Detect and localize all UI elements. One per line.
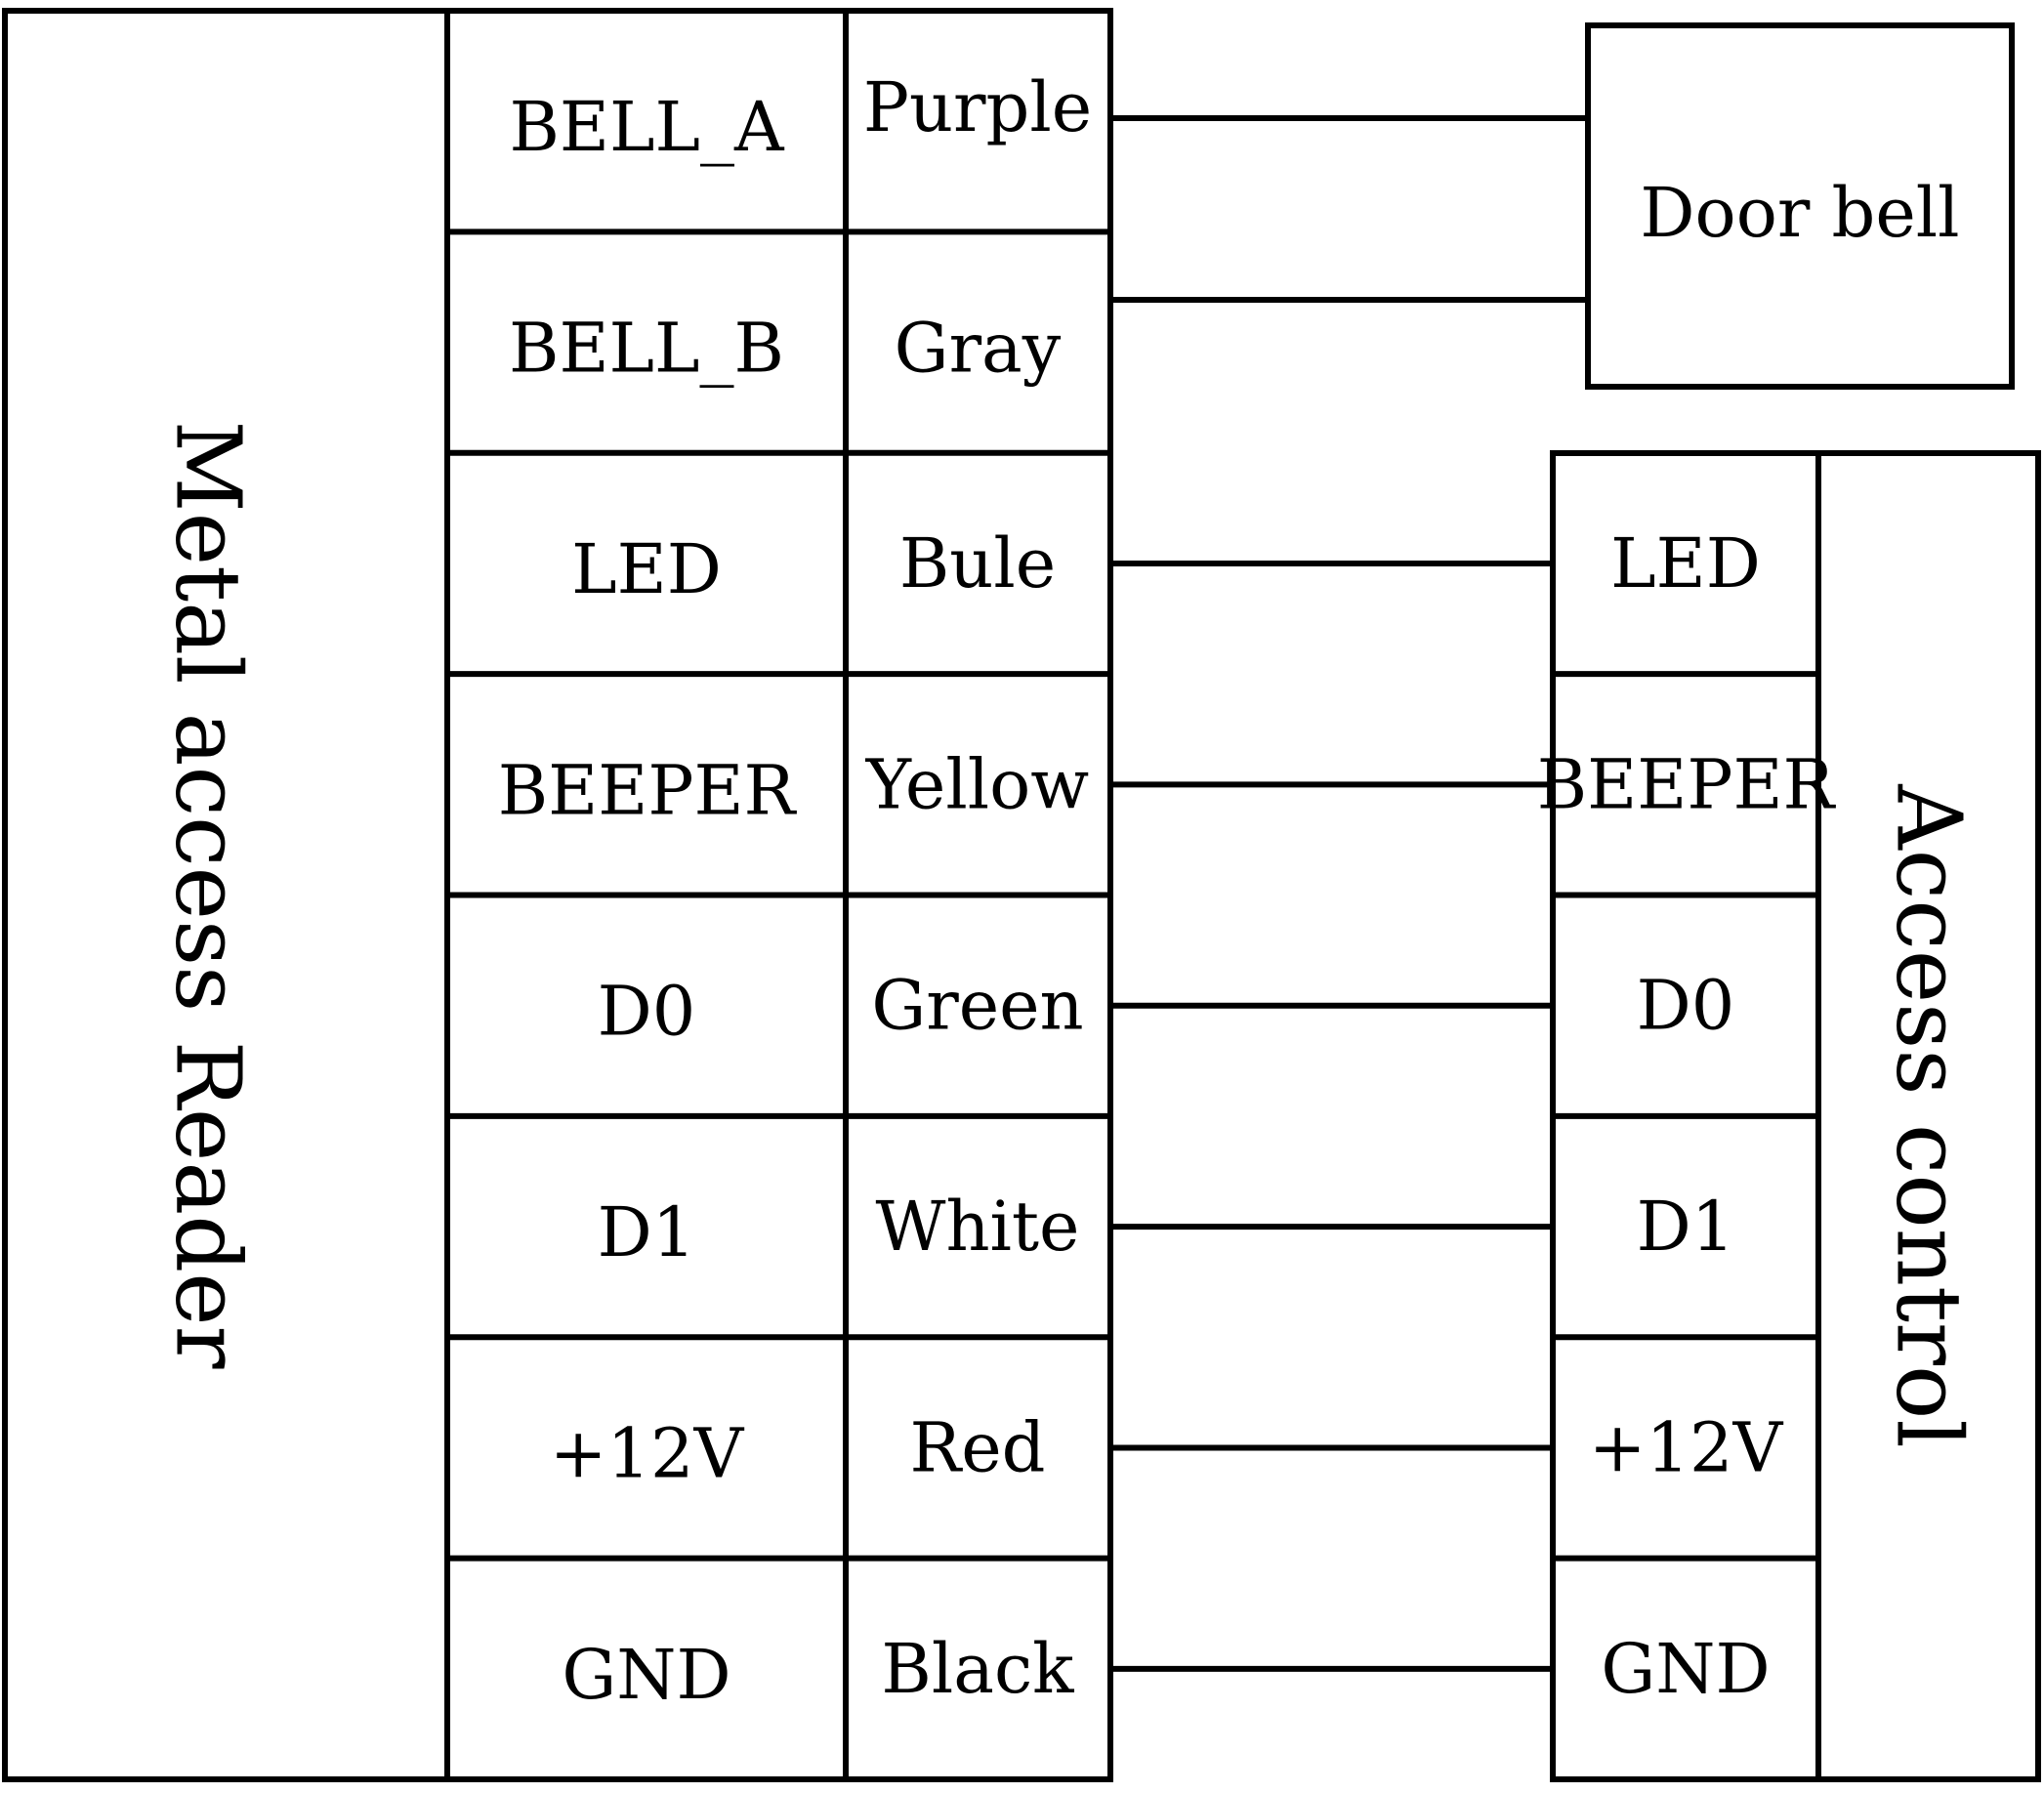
reader-wire-color-label: White	[876, 1187, 1080, 1267]
door-bell-frame	[1585, 22, 2015, 390]
door-bell-box: Door bell	[1585, 22, 2015, 390]
reader-signal-label: BEEPER	[498, 750, 798, 830]
controller-row-dividers	[1553, 671, 1818, 1562]
controller-signal-label: D0	[1637, 966, 1735, 1046]
controller-signal-label: D1	[1637, 1187, 1735, 1267]
reader-signal-label: BELL_A	[509, 87, 785, 167]
reader-wire-color-label: Red	[910, 1407, 1046, 1487]
reader-signal-label: GND	[562, 1635, 730, 1715]
reader-wire-color-label: Gray	[895, 309, 1062, 389]
controller-signal-label: LED	[1610, 523, 1761, 604]
reader-wire-color-label: Green	[871, 966, 1083, 1046]
connection-wires	[1110, 115, 1588, 1672]
controller-title: Access control	[1877, 783, 1981, 1448]
reader-wire-color-label: Bule	[899, 523, 1056, 604]
reader-row-dividers	[447, 229, 1110, 1562]
reader-signal-label: +12V	[550, 1413, 745, 1493]
controller-signal-label: GND	[1601, 1629, 1770, 1709]
reader-wire-color-label: Purple	[863, 67, 1092, 147]
reader-wire-color-label: Yellow	[865, 744, 1089, 824]
reader-signal-label: D1	[598, 1192, 696, 1272]
controller-signal-label: +12V	[1589, 1407, 1784, 1487]
reader-title: Metal access Reader	[156, 420, 261, 1368]
reader-signal-label: LED	[571, 529, 722, 609]
reader-signal-label: D0	[598, 972, 696, 1052]
reader-signal-label: BELL_B	[509, 309, 784, 389]
reader-wire-color-label: Black	[881, 1629, 1074, 1709]
controller-signal-label: BEEPER	[1537, 744, 1837, 824]
door-bell-label: Door bell	[1640, 173, 1959, 253]
